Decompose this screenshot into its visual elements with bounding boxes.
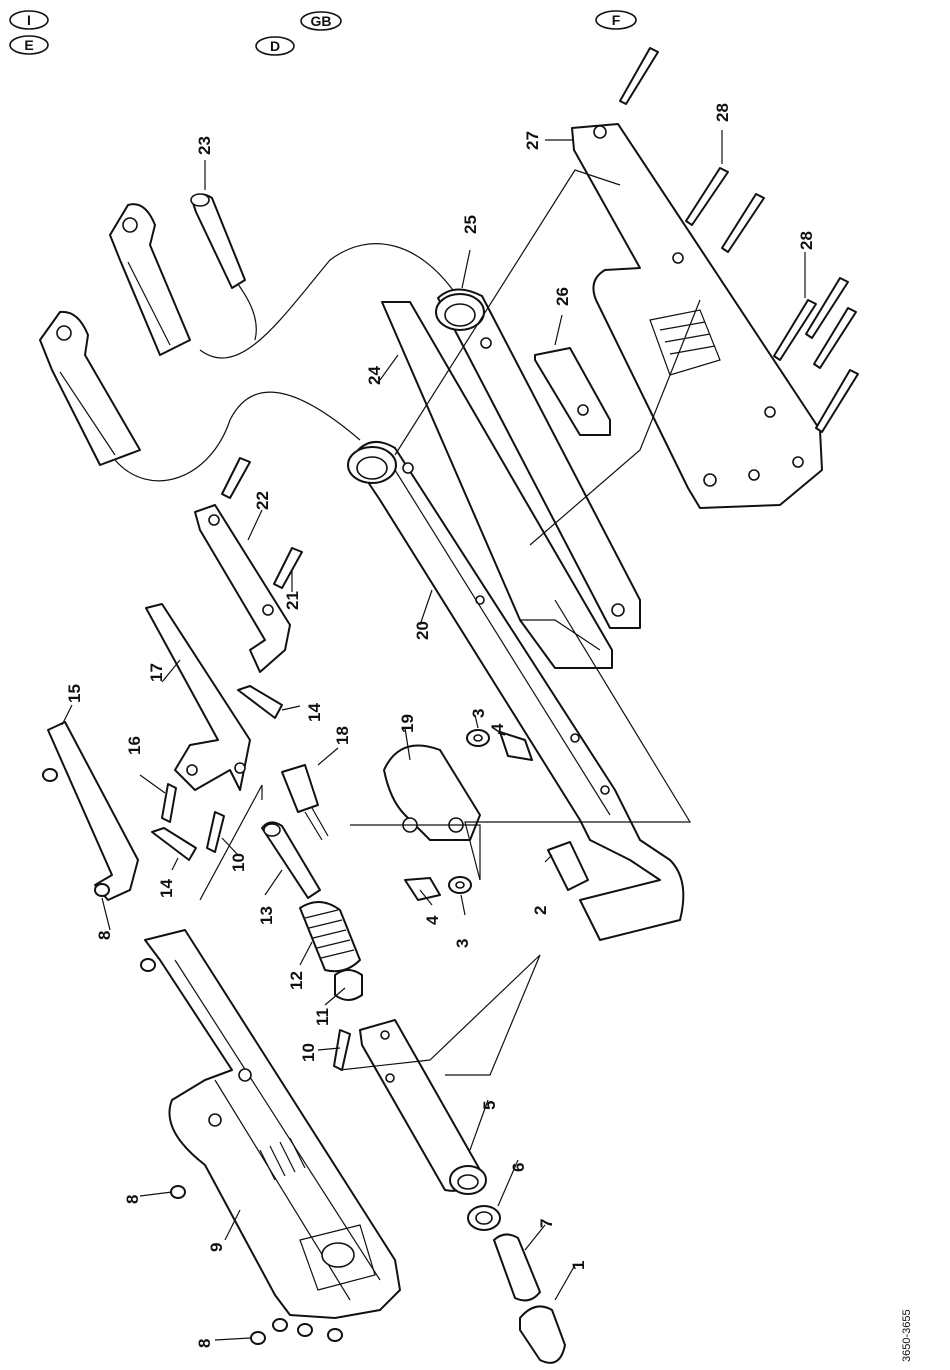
link-plate-14-upper <box>238 686 282 718</box>
callout-10: 10 <box>229 853 248 872</box>
callout-18: 18 <box>333 726 352 745</box>
language-label: I <box>27 12 31 28</box>
callout-15: 15 <box>65 684 84 703</box>
language-flag-i[interactable]: I <box>10 11 48 29</box>
callout-19: 19 <box>398 714 417 733</box>
callout-6: 6 <box>509 1163 528 1172</box>
language-label: D <box>270 38 280 54</box>
grip-7 <box>494 1234 540 1300</box>
language-label: E <box>24 37 33 53</box>
switch-18 <box>282 765 328 840</box>
callout-14: 14 <box>157 879 176 898</box>
tube-5 <box>360 1020 486 1194</box>
callout-13: 13 <box>257 906 276 925</box>
bracket-22 <box>195 458 302 672</box>
pin-16 <box>162 784 176 822</box>
callout-10: 10 <box>299 1043 318 1062</box>
language-flag-f[interactable]: F <box>596 11 636 29</box>
cap-1 <box>520 1306 565 1362</box>
pin-10-lower <box>334 1030 350 1070</box>
callout-8: 8 <box>123 1195 142 1204</box>
cable-lug-lower <box>40 312 140 465</box>
language-label: F <box>612 12 621 28</box>
spring-12 <box>300 902 360 971</box>
link-plate-14-lower <box>152 828 196 860</box>
callout-3: 3 <box>453 939 472 948</box>
knob-2 <box>548 842 588 890</box>
callout-24: 24 <box>365 366 384 385</box>
callout-25: 25 <box>461 215 480 234</box>
callout-1: 1 <box>569 1261 588 1270</box>
callout-8: 8 <box>195 1339 214 1348</box>
screw-4-lower <box>405 878 440 900</box>
callout-8: 8 <box>95 931 114 940</box>
callout-3: 3 <box>469 709 488 718</box>
callout-14: 14 <box>305 703 324 722</box>
washer-3-upper <box>467 730 489 746</box>
callout-21: 21 <box>283 591 302 610</box>
callout-4: 4 <box>423 915 442 925</box>
callout-4: 4 <box>488 723 507 733</box>
arm-17 <box>146 604 250 790</box>
callout-2: 2 <box>531 906 550 915</box>
callout-27: 27 <box>523 131 542 150</box>
callout-22: 22 <box>253 491 272 510</box>
callout-11: 11 <box>313 1008 332 1026</box>
language-flag-e[interactable]: E <box>10 36 48 54</box>
cable-lug-upper <box>110 204 190 355</box>
callout-16: 16 <box>125 736 144 755</box>
callout-28: 28 <box>713 103 732 122</box>
callout-17: 17 <box>147 663 166 682</box>
callout-7: 7 <box>537 1219 556 1228</box>
callout-20: 20 <box>413 621 432 640</box>
language-flag-gb[interactable]: GB <box>301 12 341 30</box>
callout-5: 5 <box>480 1101 499 1110</box>
language-flag-d[interactable]: D <box>256 37 294 55</box>
pin-10-upper <box>207 812 224 852</box>
callout-12: 12 <box>287 971 306 990</box>
callout-26: 26 <box>553 287 572 306</box>
callout-23: 23 <box>195 136 214 155</box>
language-label: GB <box>311 13 332 29</box>
nut-6 <box>468 1206 500 1230</box>
callout-28: 28 <box>797 231 816 250</box>
drawing-code: 3650-3655 <box>901 1309 913 1362</box>
washer-3-lower <box>449 877 471 893</box>
callout-9: 9 <box>207 1243 226 1252</box>
connector-23 <box>191 194 245 288</box>
nut-11 <box>335 970 362 1000</box>
